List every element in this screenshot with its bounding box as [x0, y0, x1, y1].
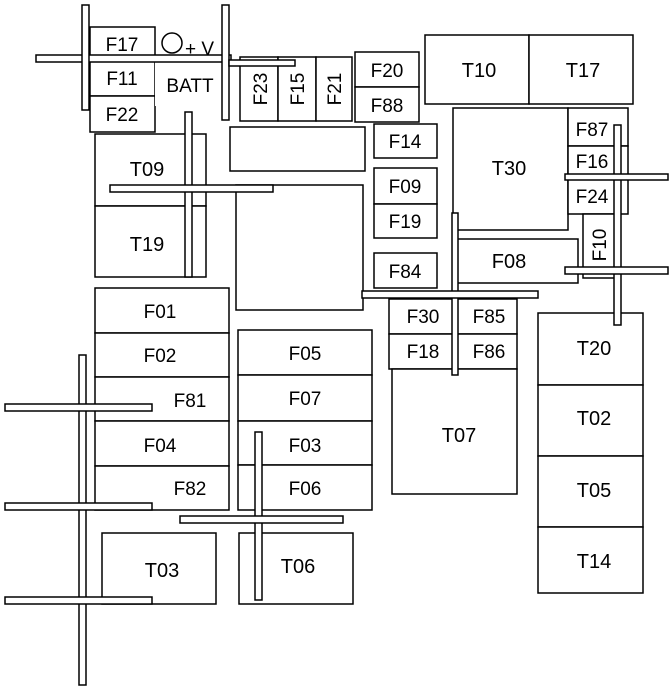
relay-t10 — [424, 34, 530, 105]
label-t06: T06 — [281, 556, 315, 578]
label-f84: F84 — [389, 262, 422, 283]
label-f11: F11 — [106, 69, 137, 90]
label-t10: T10 — [462, 60, 496, 82]
bus-bar-h-t09 — [109, 184, 274, 193]
label-f08: F08 — [492, 251, 526, 273]
fuse-f81 — [94, 376, 230, 422]
label-f30: F30 — [407, 307, 440, 328]
label-f85: F85 — [473, 307, 506, 328]
fuse-f86 — [452, 333, 518, 370]
battery-area — [155, 61, 223, 106]
battery-terminal-icon — [161, 32, 183, 54]
relay-t30 — [452, 107, 569, 231]
fuse-f01 — [94, 287, 230, 334]
label-f22: F22 — [106, 105, 139, 126]
fuse-f23 — [239, 56, 279, 122]
label-f07: F07 — [289, 389, 322, 410]
label-f05: F05 — [289, 344, 322, 365]
label-t17: T17 — [566, 60, 600, 82]
label-f01: F01 — [144, 302, 177, 323]
bus-bar-h-right-top — [564, 173, 669, 181]
label-t05: T05 — [577, 480, 611, 502]
label-f23: F23 — [251, 73, 272, 106]
label-t30: T30 — [492, 158, 526, 180]
relay-t14 — [537, 526, 644, 594]
fuse-f18 — [388, 333, 454, 370]
label-t07: T07 — [442, 425, 476, 447]
blank-slot-large — [235, 184, 364, 311]
fuse-f30 — [388, 298, 454, 335]
label-f82: F82 — [174, 479, 207, 500]
bus-bar-v-top-mid — [221, 4, 230, 121]
bus-bar-v-t09 — [184, 111, 193, 278]
label-f09: F09 — [389, 177, 422, 198]
fuse-f15 — [277, 56, 317, 122]
relay-t17 — [528, 34, 634, 105]
bus-bar-h-left-3 — [4, 596, 153, 605]
bus-bar-v-right — [613, 124, 622, 326]
label-f06: F06 — [289, 479, 322, 500]
battery-terminal-label: + V — [185, 39, 214, 60]
fuse-f21 — [315, 56, 353, 122]
fuse-f05 — [237, 329, 373, 376]
fuse-f14 — [373, 123, 438, 159]
fuse-f04 — [94, 420, 230, 467]
label-f87: F87 — [576, 120, 609, 141]
fuse-f19 — [373, 203, 438, 239]
label-t02: T02 — [577, 408, 611, 430]
bus-bar-v-left — [78, 354, 87, 686]
fuse-f88 — [354, 86, 420, 123]
bus-bar-h-top-right — [228, 59, 296, 67]
label-f14: F14 — [389, 132, 422, 153]
label-f10: F10 — [590, 229, 611, 262]
blank-slot-top — [229, 126, 366, 172]
label-t09: T09 — [130, 159, 164, 181]
relay-t20 — [537, 312, 644, 386]
relay-t02 — [537, 384, 644, 457]
label-t03: T03 — [145, 560, 179, 582]
label-t14: T14 — [577, 551, 611, 573]
fuse-f09 — [373, 167, 438, 205]
label-f88: F88 — [371, 96, 404, 117]
fuse-f84 — [373, 252, 438, 289]
label-t20: T20 — [577, 338, 611, 360]
label-batt: BATT — [166, 76, 214, 97]
bus-bar-v-top-left — [81, 4, 90, 111]
relay-t03 — [101, 532, 217, 605]
bus-bar-h-center — [361, 290, 539, 299]
fuse-f08 — [452, 238, 579, 284]
label-f17: F17 — [106, 35, 139, 56]
fuse-f20 — [354, 51, 420, 88]
label-f86: F86 — [473, 342, 506, 363]
label-f24: F24 — [576, 187, 609, 208]
label-f04: F04 — [144, 436, 177, 457]
fuse-f85 — [452, 298, 518, 335]
fuse-f11 — [89, 60, 156, 97]
label-f81: F81 — [174, 391, 207, 412]
label-f19: F19 — [389, 212, 422, 233]
label-f16: F16 — [576, 152, 609, 173]
fuse-f22 — [89, 95, 156, 133]
relay-t05 — [537, 455, 644, 528]
label-f02: F02 — [144, 346, 177, 367]
bus-bar-h-left-2 — [4, 502, 153, 511]
label-f18: F18 — [407, 342, 440, 363]
label-f03: F03 — [289, 436, 322, 457]
label-f15: F15 — [288, 73, 309, 106]
label-f21: F21 — [325, 73, 346, 106]
bus-bar-h-bottom-center — [179, 515, 344, 524]
bus-bar-h-top — [35, 54, 232, 63]
bus-bar-h-left-1 — [4, 403, 153, 412]
label-t19: T19 — [130, 234, 164, 256]
bus-bar-h-right-low — [564, 266, 669, 275]
label-f20: F20 — [371, 61, 404, 82]
